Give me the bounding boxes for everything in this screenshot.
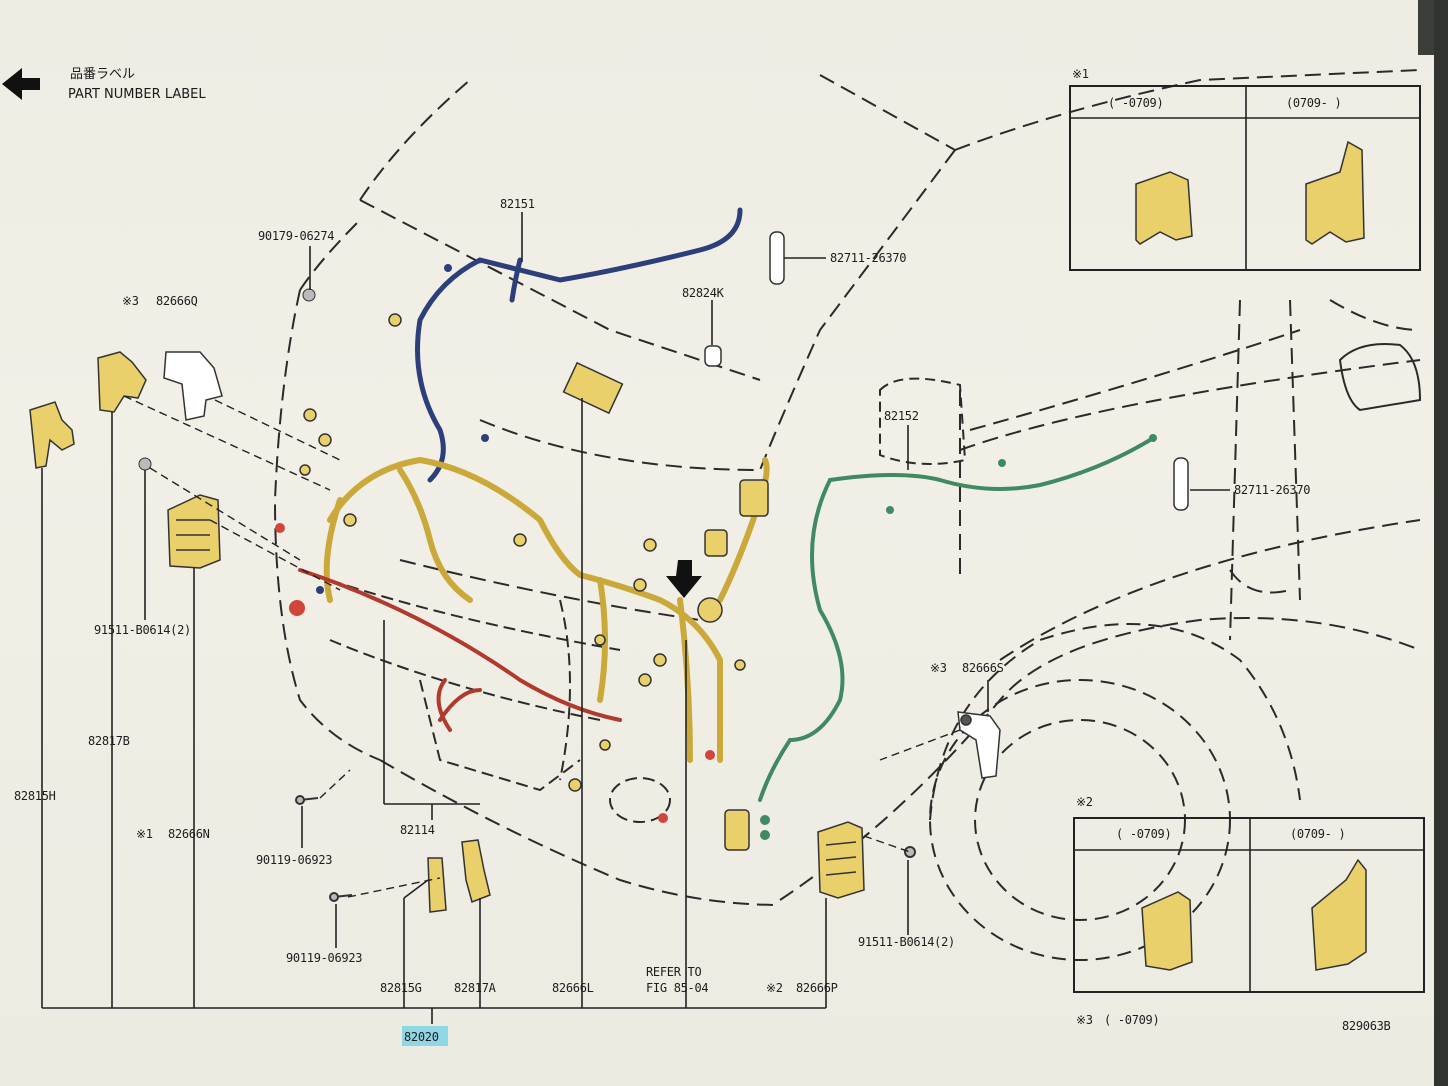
label-en: PART NUMBER LABEL <box>68 87 206 102</box>
vehicle-body-outline <box>273 69 1421 906</box>
part-82711-right <box>1173 457 1189 511</box>
front-grille-outline <box>329 579 671 823</box>
refer-line-1: REFER TO <box>646 965 701 979</box>
wire-harness-navy <box>415 207 743 483</box>
inset-2-mark: ※2 <box>1076 795 1093 809</box>
dashed-leaders <box>123 395 961 898</box>
callout-82666P-mark: ※2 <box>766 981 783 995</box>
inset-2-col-b: (0709- ) <box>1290 827 1345 841</box>
wire-harness-green <box>758 438 1152 802</box>
part-82666N <box>167 494 221 569</box>
part-82815G <box>427 857 447 913</box>
inset-1: ※1 ( -0709) (0709- ) <box>1069 67 1421 271</box>
inset-2-part-a <box>1141 891 1193 971</box>
callout-82824K: 82824K <box>682 286 725 300</box>
callout-82815H: 82815H <box>14 789 56 803</box>
callout-82666Q-mark: ※3 <box>122 294 139 308</box>
part-82666P <box>817 821 865 899</box>
callout-82666P: 82666P <box>796 981 838 995</box>
label-jp: 品番ラベル <box>70 67 135 82</box>
callout-82666Q: 82666Q <box>156 294 198 308</box>
callout-82711-top: 82711-26370 <box>830 251 906 265</box>
inset-2-col-a: ( -0709) <box>1116 827 1171 841</box>
refer-line-2: FIG 85-04 <box>646 981 708 995</box>
callout-90179: 90179-06274 <box>258 229 334 243</box>
inset-1-part-b <box>1305 140 1365 245</box>
inset-2: ※2 ( -0709) (0709- ) <box>1073 795 1425 993</box>
screw-90119-b <box>329 892 353 902</box>
monitor-bezel <box>1434 0 1448 1086</box>
green-markers <box>760 434 1157 840</box>
clip-91511-left <box>138 457 152 471</box>
clip-90179 <box>302 288 316 302</box>
callout-82666S: 82666S <box>962 661 1004 675</box>
side-mirror-outline <box>879 343 1422 465</box>
note-3-range: ( -0709) <box>1104 1013 1159 1027</box>
part-82711-top <box>769 231 785 285</box>
callout-82815G: 82815G <box>380 981 422 995</box>
part-82817B <box>97 351 147 413</box>
highlight-82020 <box>402 1026 448 1046</box>
callout-82151: 82151 <box>500 197 535 211</box>
inset-1-col-b: (0709- ) <box>1286 96 1341 110</box>
callout-82666N: 82666N <box>168 827 210 841</box>
callout-82666S-mark: ※3 <box>930 661 947 675</box>
left-arrow-icon <box>2 68 40 100</box>
inset-1-col-a: ( -0709) <box>1108 96 1163 110</box>
callout-82666N-mark: ※1 <box>136 827 153 841</box>
navy-markers <box>316 264 489 594</box>
inset-2-part-b <box>1311 858 1367 971</box>
red-markers <box>275 523 715 823</box>
part-82824K <box>704 345 722 367</box>
note-3-mark: ※3 <box>1076 1013 1093 1027</box>
part-82817A <box>461 839 491 904</box>
part-82666Q <box>163 351 223 421</box>
figure-code: 829063B <box>1342 1019 1391 1033</box>
part-82815H <box>29 401 75 469</box>
clip-91511-right <box>904 846 916 858</box>
connectors <box>299 313 769 851</box>
callout-82817A: 82817A <box>454 981 497 995</box>
callout-82152: 82152 <box>884 409 919 423</box>
leader-lines <box>41 212 1230 1024</box>
wheel-outline <box>929 623 1301 961</box>
callout-82020[interactable]: 82020 <box>404 1030 439 1044</box>
callout-90119-b: 90119-06923 <box>286 951 362 965</box>
inset-1-part-a <box>1135 171 1193 245</box>
part-82666S <box>957 711 1001 779</box>
inset-1-mark: ※1 <box>1072 67 1089 81</box>
callout-82114: 82114 <box>400 823 435 837</box>
pointer-arrow-icon <box>666 560 702 598</box>
callout-91511-right: 91511-B0614(2) <box>858 935 955 949</box>
callout-82817B: 82817B <box>88 734 130 748</box>
callout-90119-a: 90119-06923 <box>256 853 332 867</box>
callout-82711-right: 82711-26370 <box>1234 483 1310 497</box>
callout-91511-left: 91511-B0614(2) <box>94 623 191 637</box>
screw-90119-a <box>295 795 319 805</box>
callout-82666L: 82666L <box>552 981 594 995</box>
